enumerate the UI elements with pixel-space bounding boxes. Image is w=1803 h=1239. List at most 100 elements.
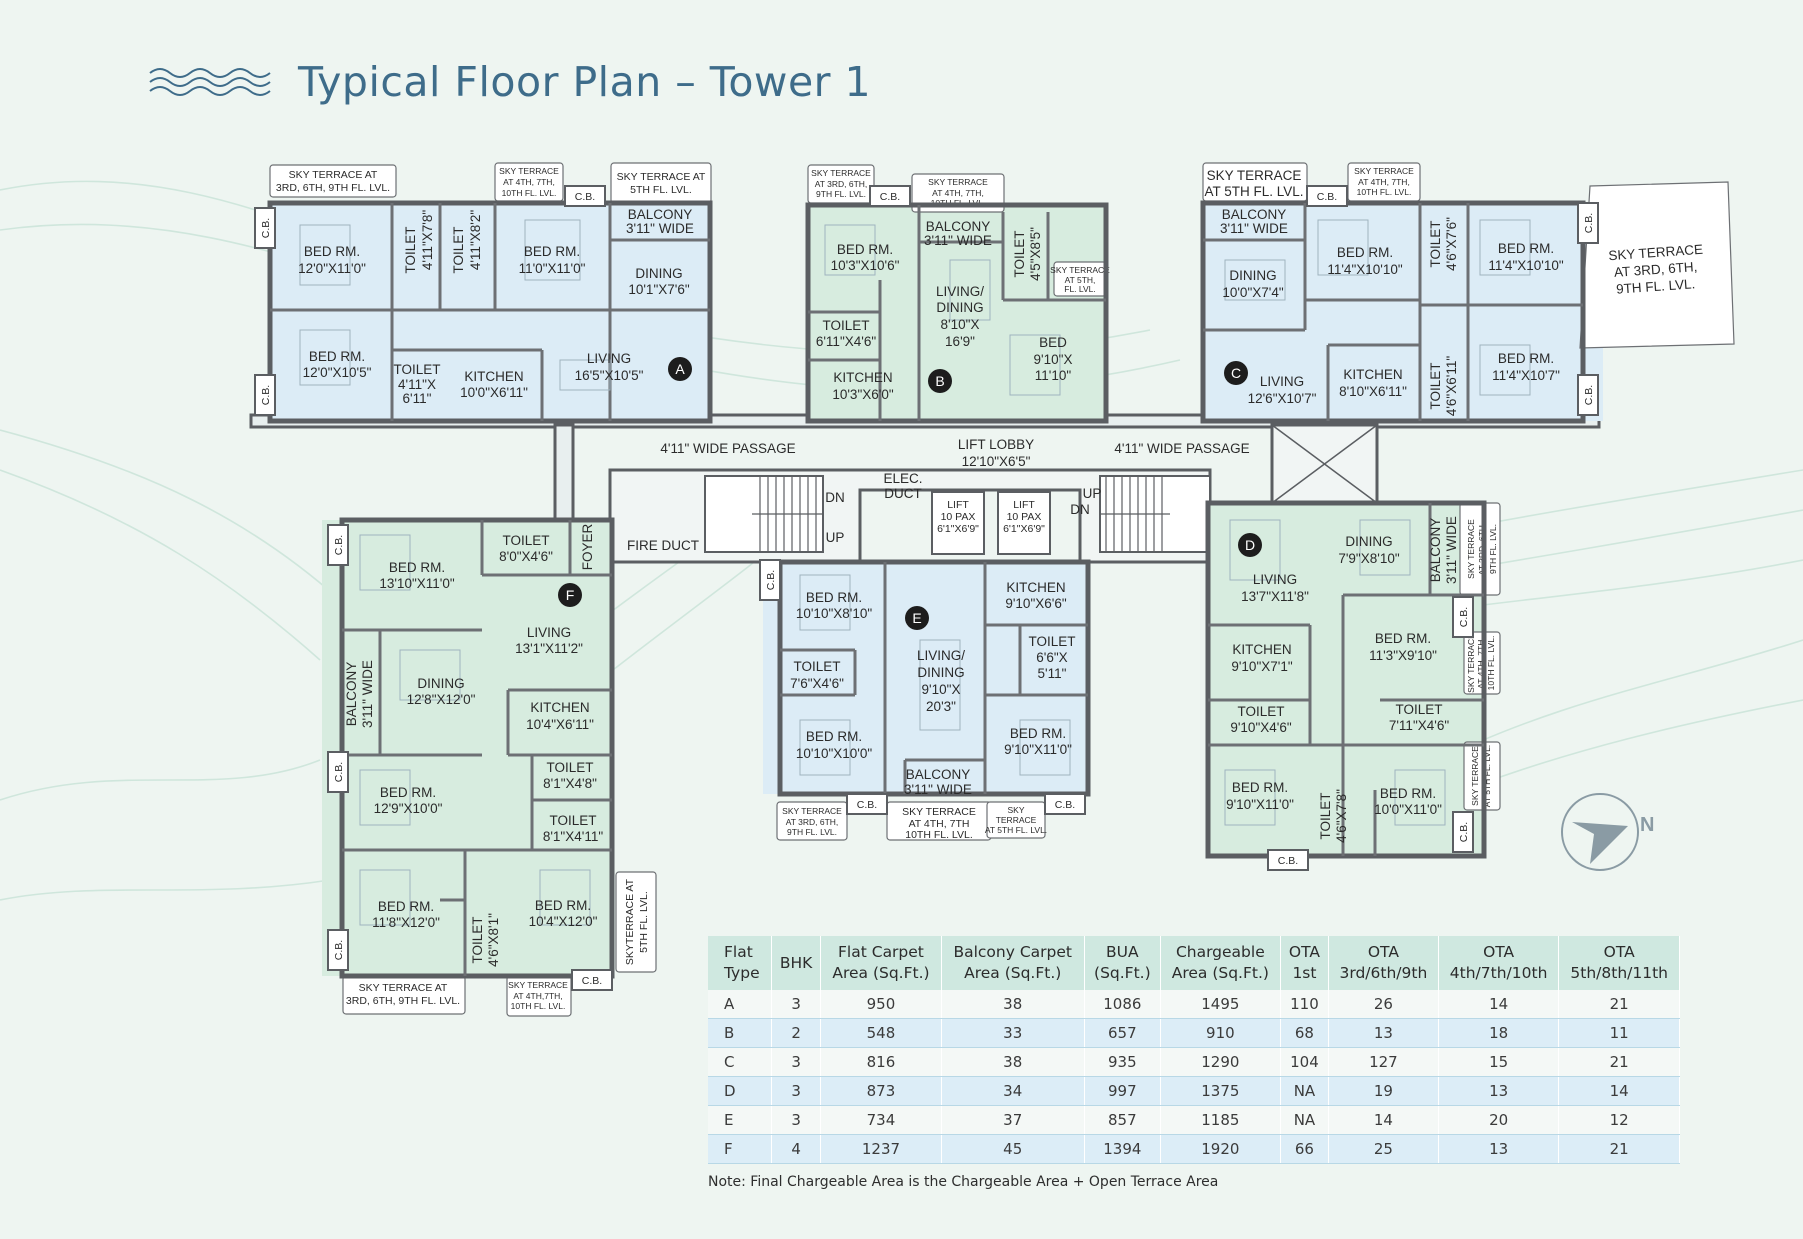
table-cell: 21 <box>1558 1047 1680 1077</box>
a-room-8-size-1: 4'11"X <box>398 377 436 392</box>
e-room-1-name: BED RM. <box>806 590 862 605</box>
elec-duct-label-2: DUCT <box>884 486 922 501</box>
a-room-4-name: BED RM. <box>524 244 580 259</box>
f-room-2-size: 8'0"X4'6" <box>499 549 553 564</box>
a-room-3-size: 4'11"X8'2" <box>468 210 483 270</box>
c-room-4-size: 11'4"X10'10" <box>1488 258 1564 273</box>
unit-d-badge: D <box>1238 533 1262 557</box>
table-cell: 3 <box>771 1076 822 1106</box>
table-cell: 857 <box>1084 1105 1161 1135</box>
cb-marker: C.B. <box>327 751 349 793</box>
b-room-4-line-4: 16'9" <box>945 334 975 349</box>
cb-marker: C.B. <box>254 374 276 416</box>
a-room-2-name: TOILET <box>403 226 418 273</box>
f-room-10-size: 8'1"X4'11" <box>543 829 603 844</box>
f-room-5-size: 3'11" WIDE <box>360 660 375 728</box>
f-room-9-name: BED RM. <box>380 785 436 800</box>
table-cell: B <box>708 1018 772 1048</box>
table-cell: 21 <box>1558 1134 1680 1164</box>
unit-d-callout-2-line-1: SKY TERRACE <box>1466 633 1476 693</box>
unit-d-callout-1-line-3: 9TH FL. LVL. <box>1488 524 1498 574</box>
unit-c-callout-3-line-3: 9TH FL. LVL. <box>1616 276 1696 296</box>
stair-up-label: UP <box>826 530 845 545</box>
svg-text:C.B.: C.B. <box>1458 607 1470 627</box>
lift2-label-3: 6'1"X6'9" <box>1003 523 1045 535</box>
b-room-5-name: TOILET <box>822 318 869 333</box>
lift1-label-3: 6'1"X6'9" <box>937 523 979 535</box>
table-cell: 3 <box>771 1105 822 1135</box>
e-room-4-line-4: 20'3" <box>926 699 956 714</box>
f-room-9-size: 12'9"X10'0" <box>374 801 443 816</box>
table-cell: 15 <box>1438 1047 1560 1077</box>
d-room-10-name: BED RM. <box>1380 786 1436 801</box>
svg-text:C.B.: C.B. <box>260 218 272 238</box>
passage-left-label: 4'11" WIDE PASSAGE <box>660 441 795 456</box>
unit-d-callout-3-line-1: SKY TERRACE <box>1470 746 1480 806</box>
table-cell: 935 <box>1084 1047 1161 1077</box>
cb-marker: C.B. <box>564 185 606 207</box>
e-room-6-name: BED RM. <box>806 729 862 744</box>
d-room-1-name: DINING <box>1345 534 1392 549</box>
e-room-3-size-1: 6'6"X <box>1036 650 1067 665</box>
cb-marker: C.B. <box>1577 202 1599 244</box>
header-bhk: BHK <box>771 936 822 990</box>
f-room-4-name: LIVING <box>527 625 571 640</box>
unit-c-badge: C <box>1224 361 1248 385</box>
d-room-3-name: LIVING <box>1253 572 1297 587</box>
table-cell: C <box>708 1047 772 1077</box>
c-room-1-size: 3'11" WIDE <box>1220 221 1288 236</box>
unit-d-callout-2-line-3: 10TH FL. LVL. <box>1486 636 1496 691</box>
a-room-10-size: 16'5"X10'5" <box>575 368 644 383</box>
unit-b-callout-2-line-2: AT 4TH, 7TH, <box>932 188 984 198</box>
svg-text:F: F <box>566 587 575 603</box>
f-room-2-name: TOILET <box>502 533 549 548</box>
a-room-6-size: 10'1"X7'6" <box>628 282 689 297</box>
cb-marker: C.B. <box>1267 849 1309 871</box>
svg-text:C.B.: C.B. <box>1317 191 1337 203</box>
table-cell: 45 <box>941 1134 1085 1164</box>
a-room-3-name: TOILET <box>451 226 466 273</box>
a-room-2-size: 4'11"X7'8" <box>420 210 435 270</box>
elec-duct-label-1: ELEC. <box>883 471 922 486</box>
a-room-7-name: BED RM. <box>309 349 365 364</box>
b-room-7-size: 10'3"X6'0" <box>832 387 893 402</box>
c-room-7-size: 8'10"X6'11" <box>1339 384 1407 399</box>
a-room-5-size: 3'11" WIDE <box>626 221 694 236</box>
unit-e-callout-3-line-1: SKY <box>1007 805 1024 815</box>
table-cell: 997 <box>1084 1076 1161 1106</box>
c-room-6-size: 12'6"X10'7" <box>1248 391 1317 406</box>
unit-c: SKY TERRACE AT 5TH FL. LVL. SKY TERRACE … <box>1200 162 1735 424</box>
c-room-2-size: 11'4"X10'10" <box>1327 262 1403 277</box>
c-room-3-size: 4'6"X7'6" <box>1444 217 1459 271</box>
compass-north-label: N <box>1640 814 1654 836</box>
table-cell: 14 <box>1328 1105 1439 1135</box>
table-cell: 1920 <box>1160 1134 1281 1164</box>
svg-text:C.B.: C.B. <box>1278 855 1298 867</box>
e-room-6-size: 10'10"X10'0" <box>796 746 873 761</box>
unit-b-callout-3-line-3: FL. LVL. <box>1064 284 1096 294</box>
unit-f-callout-2-line-1: SKY TERRACE <box>508 980 568 990</box>
cb-marker: C.B. <box>759 559 781 601</box>
f-room-10-name: TOILET <box>549 813 596 828</box>
c-room-9-size: 11'4"X10'7" <box>1492 368 1560 383</box>
stair-dn-label: DN <box>1070 502 1090 517</box>
svg-text:C.B.: C.B. <box>857 799 877 811</box>
unit-b-callout-2-line-1: SKY TERRACE <box>928 177 988 187</box>
table-cell: NA <box>1280 1076 1329 1106</box>
f-room-13-size: 10'4"X12'0" <box>529 914 598 929</box>
svg-text:C.B.: C.B. <box>1055 799 1075 811</box>
f-room-11-name: BED RM. <box>378 899 434 914</box>
d-room-9-name: TOILET <box>1318 792 1333 839</box>
unit-c-callout-2-line-3: 10TH FL. LVL. <box>1357 187 1412 197</box>
table-cell: 734 <box>820 1105 942 1135</box>
c-room-5-name: DINING <box>1229 268 1276 283</box>
unit-b-callout-1-line-1: SKY TERRACE <box>811 168 871 178</box>
svg-text:C.B.: C.B. <box>1458 822 1470 842</box>
d-room-7-name: TOILET <box>1395 702 1442 717</box>
e-room-8-size: 3'11" WIDE <box>904 782 972 797</box>
table-cell: 3 <box>771 1047 822 1077</box>
